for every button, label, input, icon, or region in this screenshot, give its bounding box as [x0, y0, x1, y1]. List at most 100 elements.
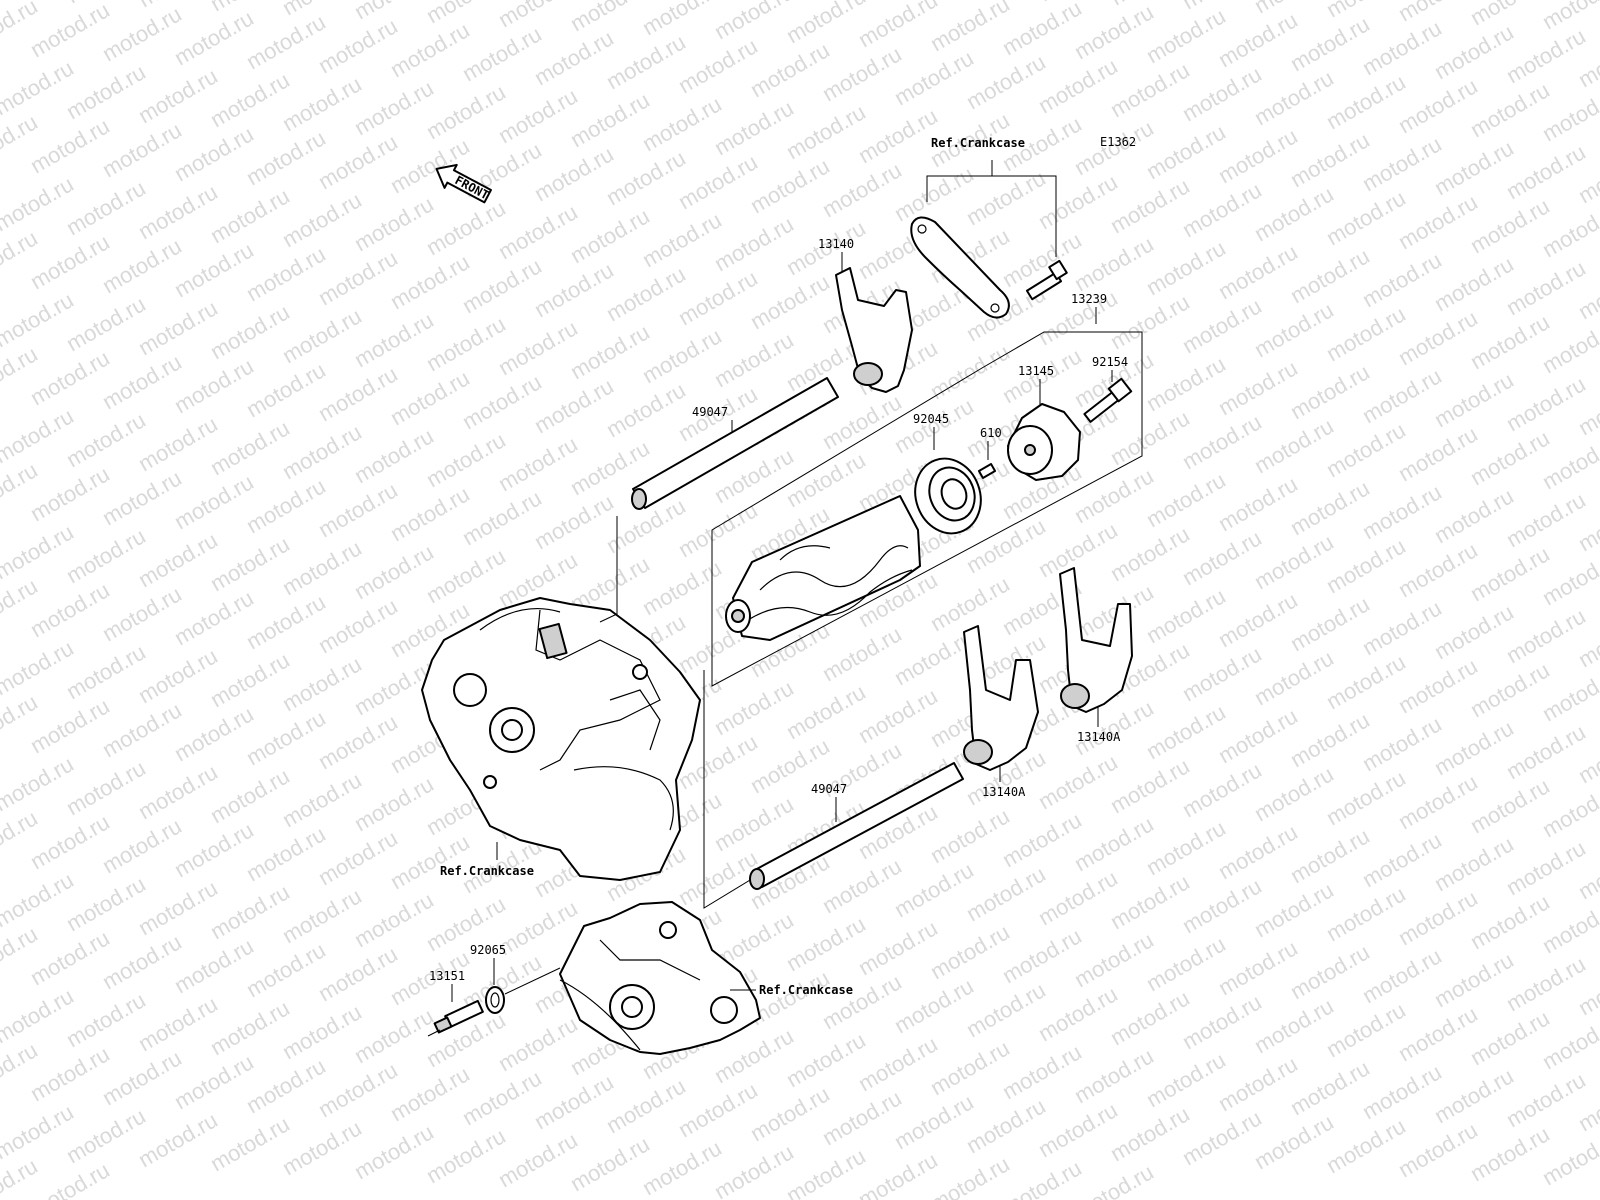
watermark-text: motod.ru: [98, 697, 186, 762]
watermark-text: motod.ru: [1070, 1043, 1158, 1108]
watermark-text: motod.ru: [962, 1093, 1050, 1158]
fork-shaft-49047-top: 49047: [631, 377, 839, 510]
watermark-text: motod.ru: [1286, 823, 1374, 888]
watermark-text: motod.ru: [818, 853, 906, 918]
watermark-text: motod.ru: [26, 113, 114, 178]
watermark-text: motod.ru: [1394, 1117, 1482, 1182]
watermark-text: motod.ru: [998, 1039, 1086, 1104]
diagram-code: E1362: [1100, 135, 1136, 149]
label-610: 610: [980, 426, 1002, 440]
watermark-text: motod.ru: [1430, 135, 1518, 200]
watermark-text: motod.ru: [1142, 119, 1230, 184]
watermark-text: motod.ru: [206, 183, 294, 248]
watermark-text: motod.ru: [638, 555, 726, 620]
watermark-text: motod.ru: [422, 427, 510, 492]
watermark-text: motod.ru: [278, 651, 366, 716]
watermark-text: motod.ru: [314, 593, 402, 658]
watermark-text: motod.ru: [350, 191, 438, 256]
watermark-text: motod.ru: [98, 929, 186, 994]
watermark-text: motod.ru: [674, 33, 762, 98]
watermark-text: motod.ru: [422, 195, 510, 260]
watermark-text: motod.ru: [1394, 421, 1482, 486]
watermark-text: motod.ru: [638, 323, 726, 388]
watermark-text: motod.ru: [458, 21, 546, 86]
watermark-text: motod.ru: [1106, 521, 1194, 586]
watermark-text: motod.ru: [530, 489, 618, 554]
watermark-text: motod.ru: [1358, 595, 1446, 660]
watermark-text: motod.ru: [818, 41, 906, 106]
watermark-text: motod.ru: [962, 49, 1050, 114]
watermark-text: motod.ru: [1322, 417, 1410, 482]
watermark-text: motod.ru: [890, 1089, 978, 1154]
watermark-text: motod.ru: [1214, 355, 1302, 420]
watermark-text: motod.ru: [350, 1003, 438, 1068]
watermark-text: motod.ru: [1502, 603, 1590, 668]
watermark-text: motod.ru: [170, 469, 258, 534]
watermark-text: motod.ru: [1178, 409, 1266, 474]
watermark-text: motod.ru: [1286, 359, 1374, 424]
watermark-text: motod.ru: [350, 771, 438, 836]
label-ref-crankcase-top: Ref.Crankcase: [931, 136, 1025, 150]
watermark-text: motod.ru: [638, 1135, 726, 1200]
watermark-text: motod.ru: [134, 527, 222, 592]
watermark-text: motod.ru: [422, 543, 510, 608]
watermark-text: motod.ru: [1250, 181, 1338, 246]
watermark-text: motod.ru: [1466, 541, 1554, 606]
watermark-text: motod.ru: [890, 857, 978, 922]
watermark-text: motod.ru: [98, 233, 186, 298]
watermark-text: motod.ru: [62, 175, 150, 240]
watermark-text: motod.ru: [26, 809, 114, 874]
watermark-text: motod.ru: [26, 461, 114, 526]
watermark-text: motod.ru: [1070, 1159, 1158, 1200]
drum-cam-13145: [1007, 403, 1081, 481]
watermark-text: motod.ru: [1250, 1109, 1338, 1174]
watermark-text: motod.ru: [710, 95, 798, 160]
watermark-text: motod.ru: [1286, 11, 1374, 76]
leader-shaft-top: [599, 516, 618, 623]
watermark-text: motod.ru: [1178, 1105, 1266, 1170]
watermark-text: motod.ru: [926, 1035, 1014, 1100]
watermark-text: motod.ru: [1430, 251, 1518, 316]
watermark-text: motod.ru: [602, 377, 690, 442]
watermark-text: motod.ru: [746, 965, 834, 1030]
watermark-text: motod.ru: [1034, 981, 1122, 1046]
watermark-text: motod.ru: [278, 1115, 366, 1180]
watermark-text: motod.ru: [1430, 715, 1518, 780]
watermark-text: motod.ru: [62, 871, 150, 936]
watermark-text: motod.ru: [1106, 753, 1194, 818]
watermark-text: motod.ru: [1322, 649, 1410, 714]
watermark-text: motod.ru: [134, 63, 222, 128]
watermark-text: motod.ru: [566, 87, 654, 152]
watermark-text: motod.ru: [1358, 1059, 1446, 1124]
crankcase-lower-ref: Ref.Crankcase: [559, 901, 853, 1055]
watermark-text: motod.ru: [926, 571, 1014, 636]
watermark-text: motod.ru: [1250, 297, 1338, 362]
watermark-text: motod.ru: [1394, 537, 1482, 602]
watermark-text: motod.ru: [1070, 811, 1158, 876]
label-49047-top: 49047: [692, 405, 728, 419]
watermark-text: motod.ru: [1502, 255, 1590, 320]
watermark-text: motod.ru: [566, 1131, 654, 1196]
watermark-text: motod.ru: [1250, 529, 1338, 594]
watermark-text: motod.ru: [818, 621, 906, 686]
watermark-text: motod.ru: [1394, 1001, 1482, 1066]
watermark-text: motod.ru: [1358, 827, 1446, 892]
watermark-text: motod.ru: [242, 125, 330, 190]
watermark-text: motod.ru: [602, 261, 690, 326]
watermark-text: motod.ru: [314, 1057, 402, 1122]
label-92045: 92045: [913, 412, 949, 426]
watermark-text: motod.ru: [1430, 831, 1518, 896]
watermark-text: motod.ru: [1502, 719, 1590, 784]
watermark-text: motod.ru: [1322, 997, 1410, 1062]
watermark-text: motod.ru: [26, 345, 114, 410]
watermark-text: motod.ru: [278, 883, 366, 948]
watermark-text: motod.ru: [62, 407, 150, 472]
watermark-text: motod.ru: [782, 99, 870, 164]
pin-610: [977, 463, 997, 479]
leader-shaft-bottom: [703, 670, 761, 909]
watermark-text: motod.ru: [206, 763, 294, 828]
watermark-text: motod.ru: [26, 1157, 114, 1200]
watermark-text: motod.ru: [206, 1111, 294, 1176]
watermark-text: motod.ru: [1178, 989, 1266, 1054]
